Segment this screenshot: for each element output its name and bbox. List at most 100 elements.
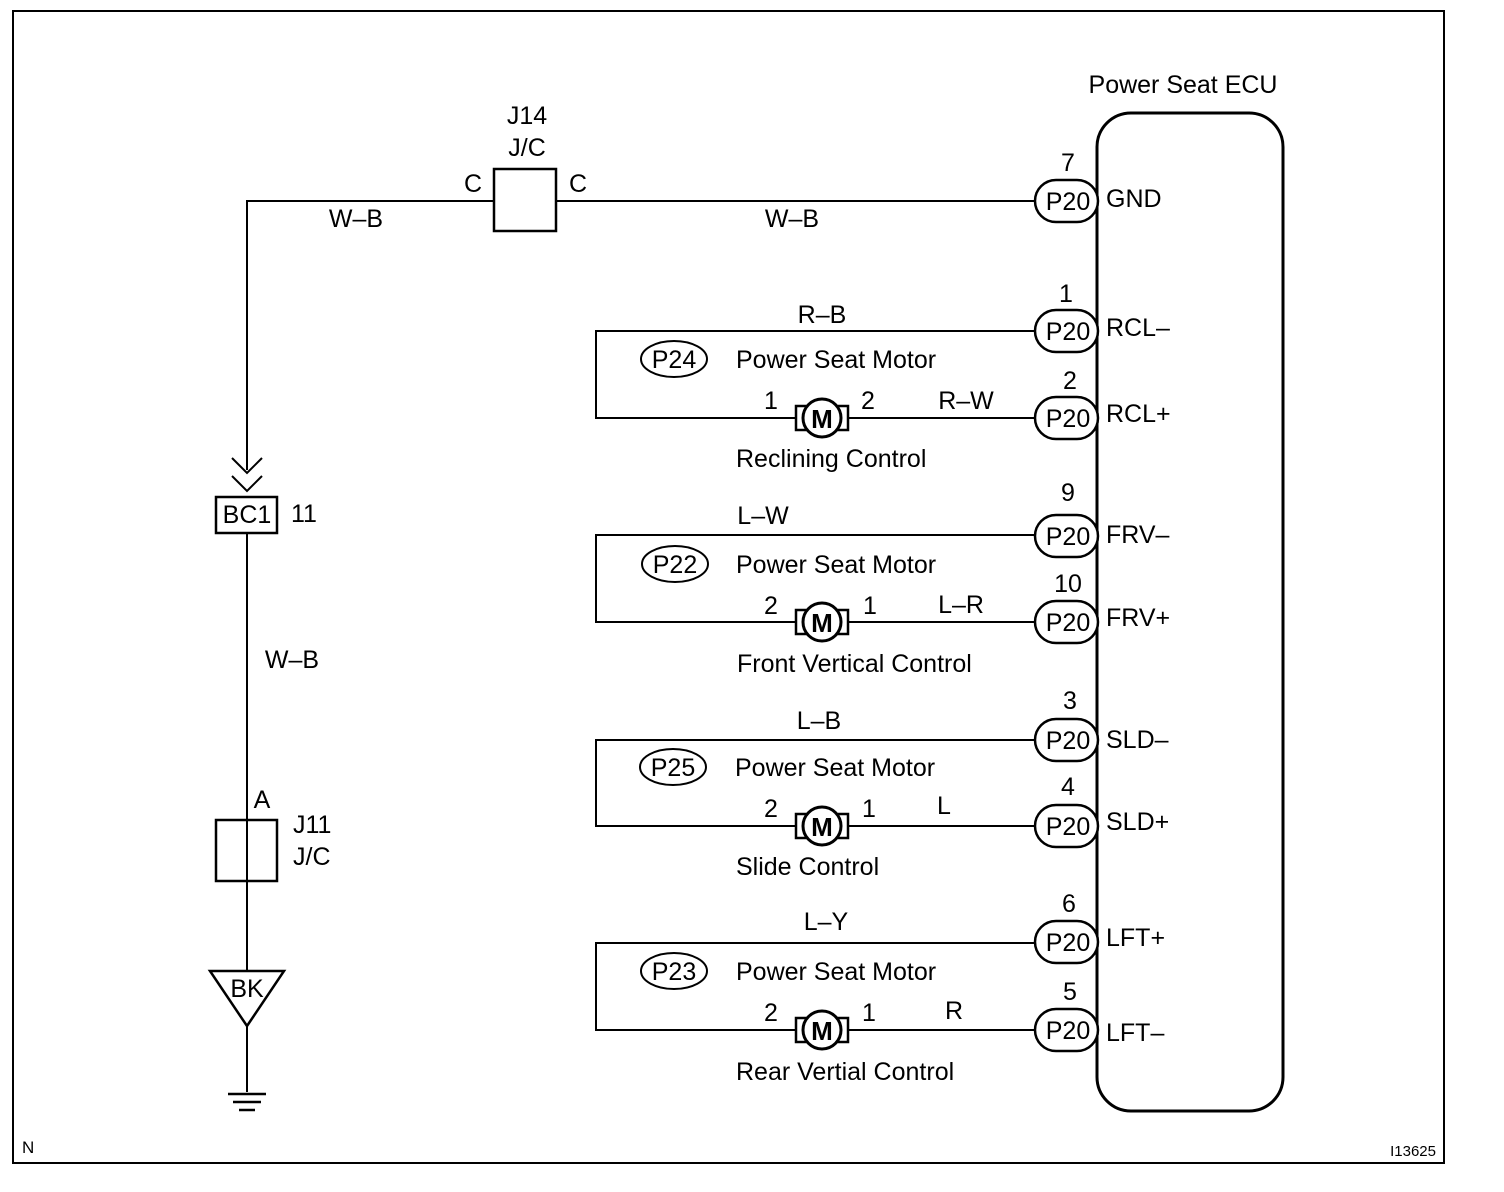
ecu-terminal-rcl-minus: P20 1 RCL–	[1033, 280, 1170, 354]
ecu-terminal-frv-minus: P20 9 FRV–	[1033, 479, 1170, 559]
motor-icon	[801, 1009, 843, 1051]
ecu-terminal-gnd: P20 7 GND	[1033, 149, 1162, 224]
motor-bottom-wire: L	[937, 792, 951, 820]
motor-loop-wire	[595, 739, 1035, 827]
motor-top-wire: L–Y	[804, 908, 849, 936]
ecu-connector-label: P20	[1046, 188, 1090, 216]
motor-reclining: M P24 Power Seat Motor R–B R–W 1 2 Recli…	[595, 301, 1035, 473]
motor-connector-label: P24	[652, 346, 697, 374]
wire-label-gnd-down: W–B	[265, 646, 319, 674]
motor-title: Power Seat Motor	[735, 754, 935, 782]
corner-mark-right: I13625	[1390, 1143, 1436, 1160]
ecu-terminal-rcl-plus: P20 2 RCL+	[1033, 367, 1171, 441]
motor-left-pin: 2	[764, 592, 778, 620]
ecu-pin-number: 4	[1061, 773, 1075, 801]
motor-symbol: M	[811, 1016, 833, 1046]
motor-left-pin: 1	[764, 387, 778, 415]
ground-icon	[228, 1092, 266, 1112]
ecu-connector-label: P20	[1046, 929, 1090, 957]
motor-title: Power Seat Motor	[736, 551, 936, 579]
ground-point-label: BK	[230, 975, 264, 1003]
connector-arrow-upper	[231, 457, 263, 475]
j14-left-pin: C	[464, 170, 482, 198]
ecu-pin-number: 1	[1059, 280, 1073, 308]
ecu-pin-number: 9	[1061, 479, 1075, 507]
ecu-connector-label: P20	[1046, 405, 1090, 433]
corner-mark-left: N	[22, 1138, 34, 1157]
motor-symbol: M	[811, 812, 833, 842]
bc1-id: BC1	[223, 501, 272, 529]
ecu-terminal-name: LFT–	[1106, 1019, 1164, 1047]
ecu-body	[1095, 111, 1285, 1113]
ecu-pin-number: 3	[1063, 687, 1077, 715]
motor-right-pin: 1	[862, 999, 876, 1027]
motor-loop-wire	[595, 330, 1035, 419]
motor-function: Slide Control	[736, 853, 879, 881]
motor-top-wire: R–B	[798, 301, 847, 329]
diagram-frame	[12, 10, 1445, 1164]
motor-bottom-wire: R	[945, 997, 963, 1025]
motor-connector-label: P25	[651, 754, 695, 782]
j11-id: J11	[293, 811, 331, 839]
motor-connector-label: P22	[653, 551, 697, 579]
wire-gnd-left	[246, 200, 494, 470]
motor-left-pin: 2	[764, 795, 778, 823]
ecu-connector-label: P20	[1046, 523, 1090, 551]
j14-id: J14	[507, 102, 547, 130]
motor-rear-vertical: M P23 Power Seat Motor L–Y R 2 1 Rear Ve…	[595, 908, 1035, 1086]
ecu-pin-number: 5	[1063, 978, 1077, 1006]
wire-label-gnd-right: W–B	[765, 205, 819, 233]
ecu-connector-label: P20	[1046, 318, 1090, 346]
motor-bottom-wire: R–W	[938, 387, 994, 415]
motor-connector-label: P23	[652, 958, 696, 986]
motor-function: Rear Vertial Control	[736, 1058, 954, 1086]
motor-right-pin: 2	[861, 387, 875, 415]
motor-loop-wire	[595, 942, 1035, 1031]
motor-symbol: M	[811, 404, 833, 434]
motor-slide: M P25 Power Seat Motor L–B L 2 1 Slide C…	[595, 707, 1035, 881]
ecu-pin-number: 2	[1063, 367, 1077, 395]
ecu-terminal-name: SLD+	[1106, 808, 1169, 836]
ecu-terminal-sld-plus: P20 4 SLD+	[1033, 773, 1169, 849]
ecu-connector-label: P20	[1046, 813, 1090, 841]
motor-icon	[801, 601, 843, 643]
motor-function: Reclining Control	[736, 445, 926, 473]
ecu-pin-number: 6	[1062, 890, 1076, 918]
ecu-terminal-lft-plus: P20 6 LFT+	[1033, 890, 1165, 965]
ecu-connector-label: P20	[1046, 609, 1090, 637]
j11-type: J/C	[293, 843, 331, 871]
motor-title: Power Seat Motor	[736, 346, 936, 374]
bc1-pin: 11	[291, 500, 317, 528]
ecu-terminal-frv-plus: P20 10 FRV+	[1033, 570, 1170, 645]
j14-junction	[492, 167, 558, 233]
ecu-title: Power Seat ECU	[1089, 71, 1278, 99]
ecu-terminal-lft-minus: P20 5 LFT–	[1033, 978, 1164, 1053]
ecu-terminal-sld-minus: P20 3 SLD–	[1033, 687, 1169, 763]
motor-top-wire: L–W	[737, 502, 789, 530]
ecu-terminal-name: FRV–	[1106, 521, 1170, 549]
ecu-terminal-name: GND	[1106, 185, 1162, 213]
motor-top-wire: L–B	[797, 707, 841, 735]
j14-right-pin: C	[569, 170, 587, 198]
motor-right-pin: 1	[862, 795, 876, 823]
motor-bottom-wire: L–R	[938, 591, 984, 619]
j11-pin: A	[254, 786, 271, 814]
ecu-connector-label: P20	[1046, 1017, 1090, 1045]
motor-icon	[801, 805, 843, 847]
ecu-terminal-name: FRV+	[1106, 604, 1170, 632]
ecu-terminal-name: SLD–	[1106, 726, 1169, 754]
motor-symbol: M	[811, 608, 833, 638]
ground-point-triangle	[207, 969, 287, 1029]
motor-left-pin: 2	[764, 999, 778, 1027]
j14-type: J/C	[508, 134, 546, 162]
motor-loop-wire	[595, 534, 1035, 623]
ecu-pin-number: 10	[1054, 570, 1082, 598]
motor-right-pin: 1	[863, 592, 877, 620]
connector-arrow-lower	[231, 475, 263, 493]
ecu-terminal-name: LFT+	[1106, 924, 1165, 952]
bc1-connector	[214, 495, 279, 535]
ecu-connector-label: P20	[1046, 727, 1090, 755]
ecu-terminal-name: RCL–	[1106, 314, 1170, 342]
motor-front-vertical: M P22 Power Seat Motor L–W L–R 2 1 Front…	[595, 502, 1035, 678]
